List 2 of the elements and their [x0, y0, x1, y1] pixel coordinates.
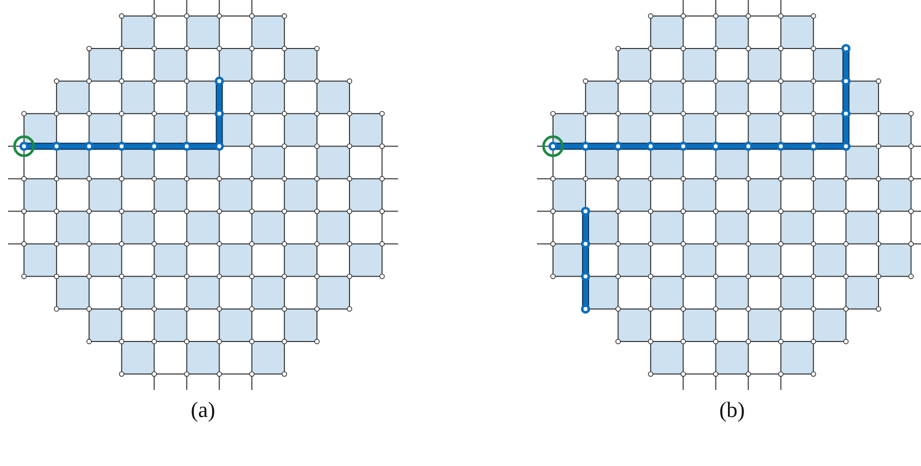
panel-caption: (b): [719, 397, 745, 423]
panel-caption: (a): [190, 397, 216, 423]
